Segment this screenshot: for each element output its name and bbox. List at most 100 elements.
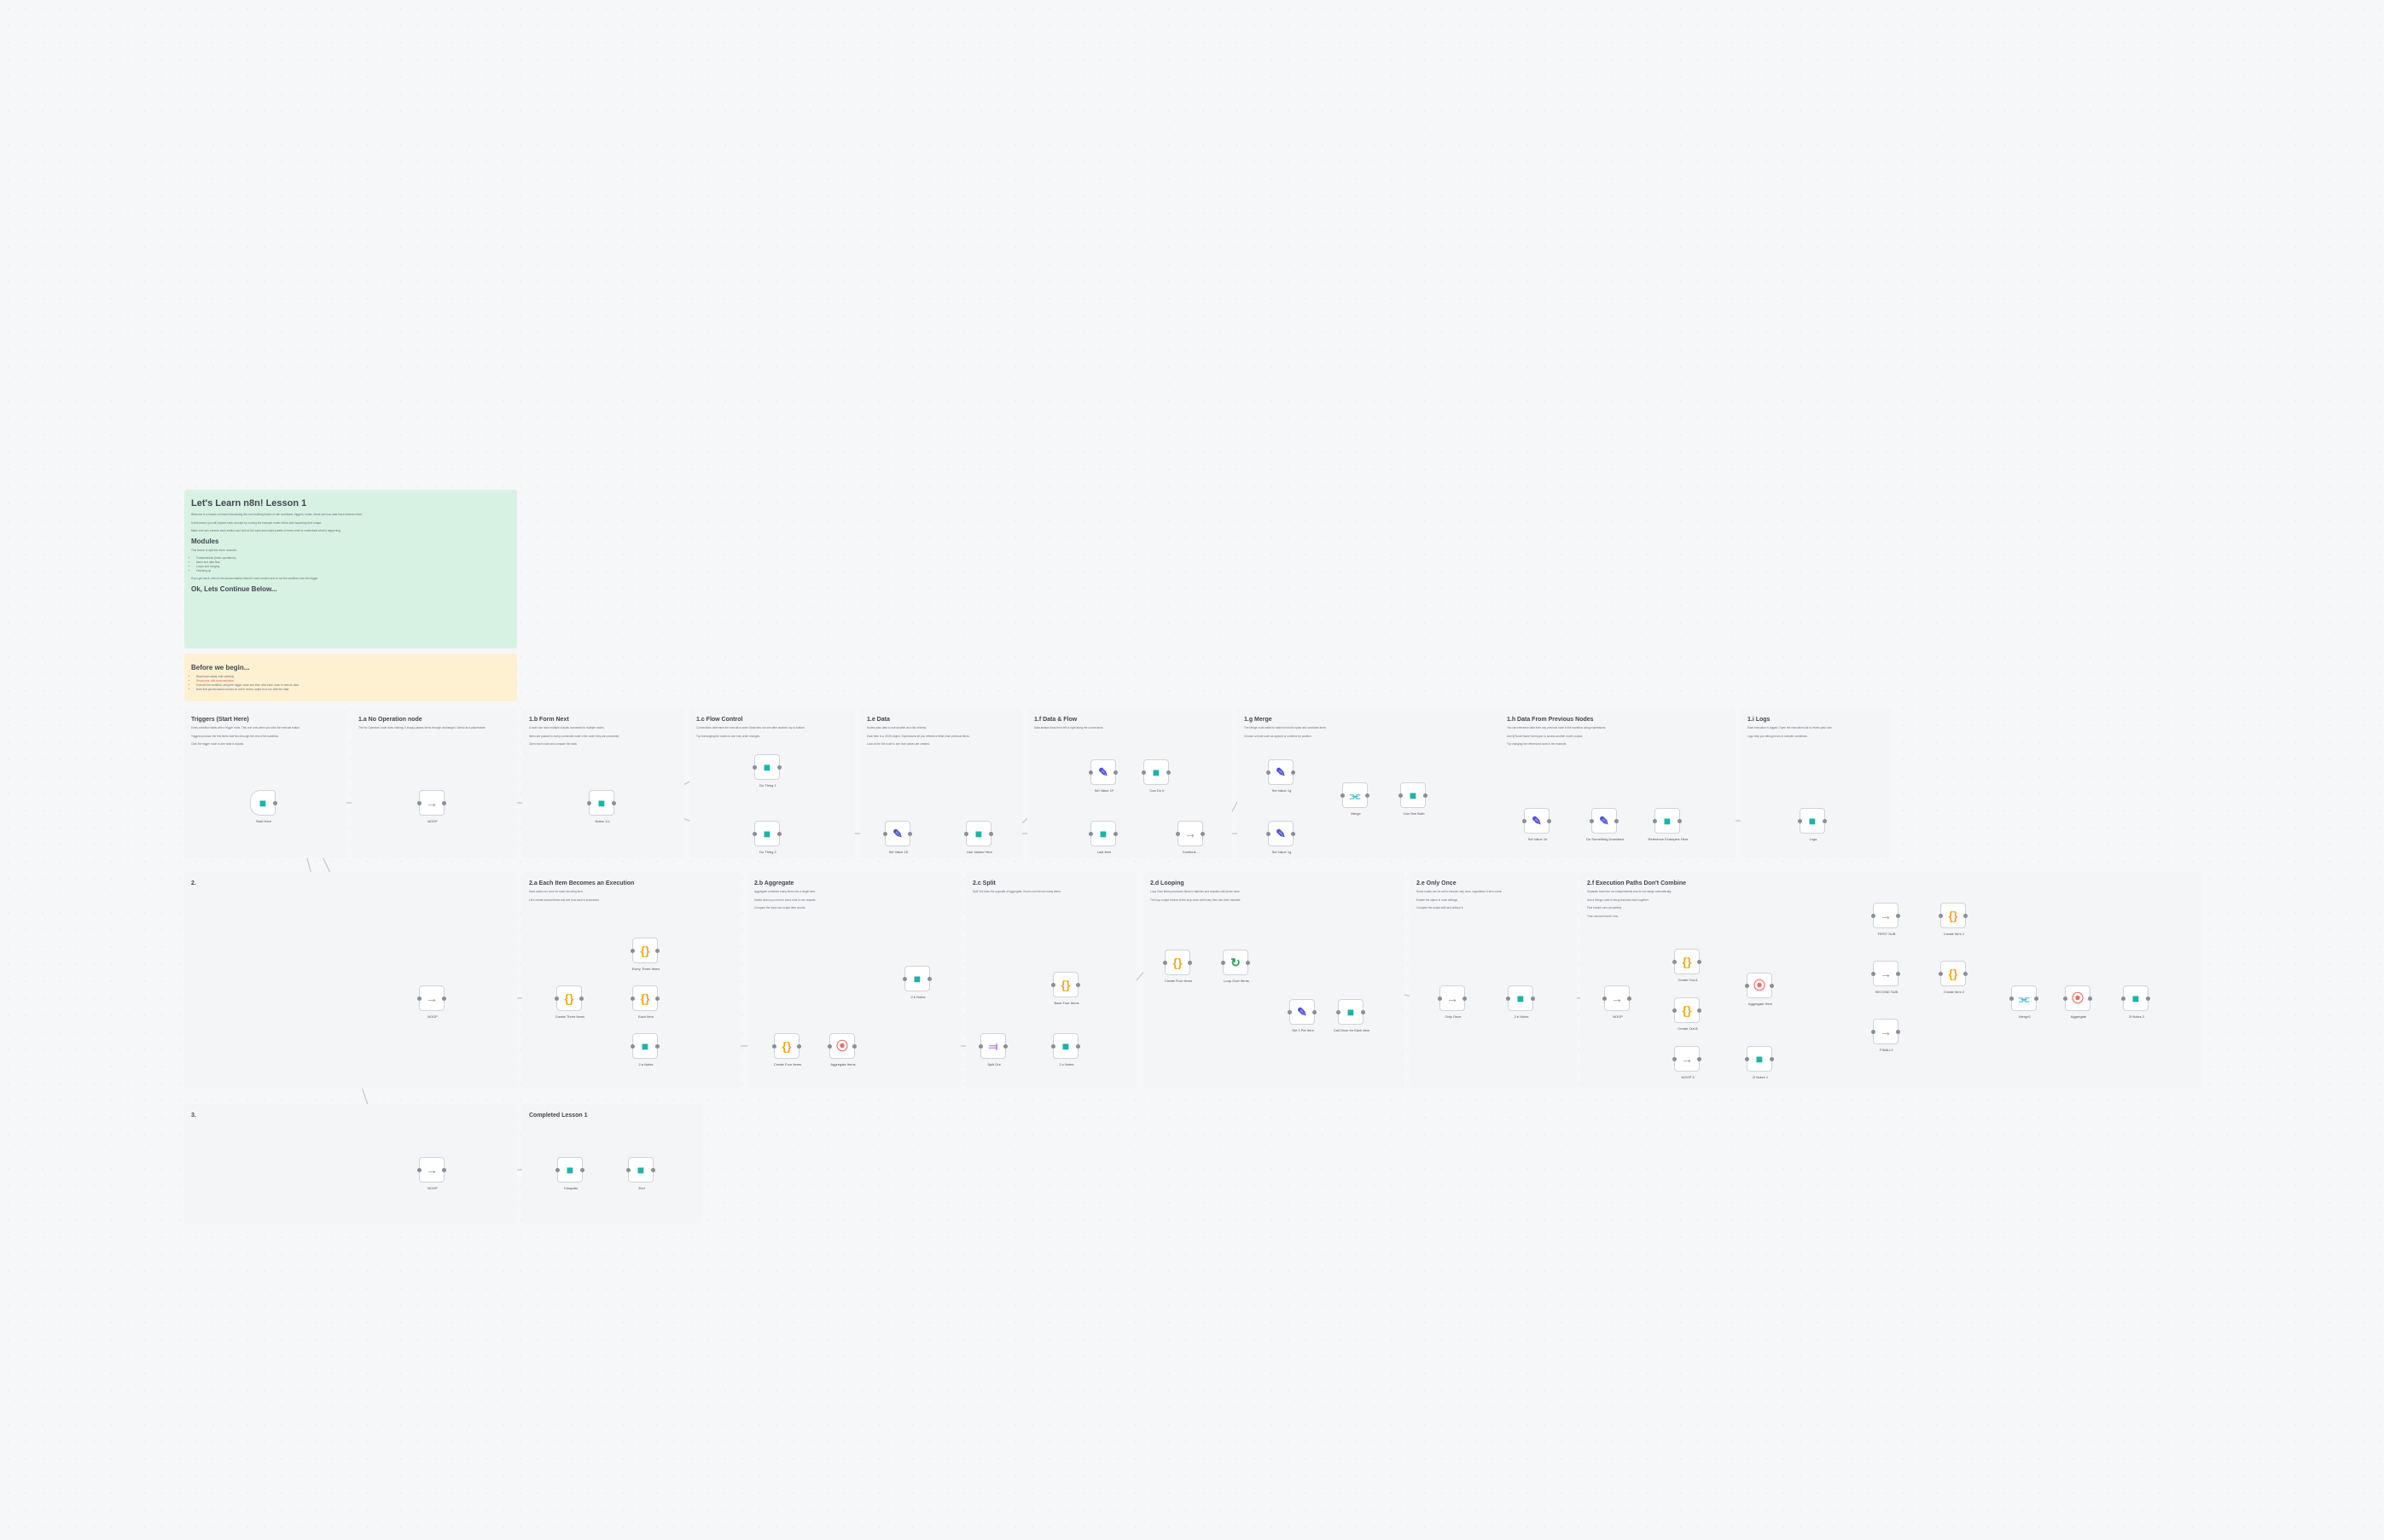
output-port[interactable] — [612, 801, 616, 805]
input-port[interactable] — [1672, 960, 1677, 964]
workflow-node[interactable]: →NOOP — [417, 985, 446, 1019]
output-port[interactable] — [1462, 997, 1467, 1001]
workflow-node[interactable]: →Only Once — [1438, 985, 1467, 1019]
output-port[interactable] — [2034, 997, 2038, 1001]
output-port[interactable] — [1896, 972, 1900, 976]
output-port[interactable] — [1246, 961, 1250, 965]
input-port[interactable] — [2009, 997, 2014, 1001]
workflow-node[interactable]: ⫘Merge — [1340, 782, 1369, 816]
output-port[interactable] — [797, 1044, 801, 1049]
workflow-node[interactable]: ■Can Do It — [1142, 759, 1171, 793]
workflow-node[interactable]: →Continue ... — [1176, 821, 1205, 854]
workflow-node[interactable]: ✎Set Value 1g — [1266, 759, 1295, 793]
input-port[interactable] — [1672, 1057, 1677, 1061]
output-port[interactable] — [651, 1168, 655, 1172]
output-port[interactable] — [442, 801, 446, 805]
workflow-node[interactable]: ■Can See Both — [1398, 782, 1427, 816]
before-sticky-note[interactable]: Before we begin... Read each sticky note… — [184, 654, 517, 701]
output-port[interactable] — [655, 997, 660, 1001]
workflow-node[interactable]: {}Create Out B — [1672, 997, 1701, 1031]
output-port[interactable] — [1365, 793, 1369, 798]
workflow-node[interactable]: ■2.e Notes — [1506, 985, 1535, 1019]
output-port[interactable] — [655, 1044, 660, 1049]
section-1h-previous-nodes[interactable]: 1.h Data From Previous Nodes You can ref… — [1500, 708, 1736, 858]
section-1b-form-next[interactable]: 1.b Form Next A node can have multiple o… — [522, 708, 684, 858]
output-port[interactable] — [1697, 960, 1701, 964]
input-port[interactable] — [1653, 819, 1657, 823]
workflow-node[interactable]: ✎Set Value 1E — [883, 821, 912, 854]
input-port[interactable] — [1745, 984, 1749, 988]
workflow-node[interactable]: ■Start Here — [250, 790, 277, 823]
workflow-node[interactable]: ■2f Notes 1 — [1745, 1046, 1774, 1079]
workflow-node[interactable]: {}Create Three Items — [555, 985, 584, 1019]
output-port[interactable] — [1166, 770, 1171, 775]
input-port[interactable] — [1288, 1010, 1292, 1014]
workflow-node[interactable]: ✎Do Something Unrelated — [1586, 808, 1624, 841]
workflow-node[interactable]: →NOOP — [417, 790, 446, 823]
input-port[interactable] — [1672, 1008, 1677, 1013]
section-2e-only-once[interactable]: 2.e Only Once Some nodes can be set to e… — [1410, 872, 1577, 1089]
workflow-node[interactable]: ■Call Once for Each Item — [1334, 999, 1369, 1032]
input-port[interactable] — [587, 801, 591, 805]
input-port[interactable] — [417, 1168, 422, 1172]
output-port[interactable] — [580, 1168, 584, 1172]
input-port[interactable] — [1871, 914, 1875, 918]
workflow-node[interactable]: →NOOP — [417, 1157, 446, 1190]
input-port[interactable] — [555, 1168, 560, 1172]
output-port[interactable] — [1697, 1057, 1701, 1061]
workflow-node[interactable]: {}Create Item 1 — [1939, 903, 1968, 936]
workflow-node[interactable]: ■Use Values Here — [964, 821, 993, 854]
output-port[interactable] — [273, 801, 277, 805]
section-2d-looping[interactable]: 2.d Looping Loop Over Items processes it… — [1143, 872, 1404, 1089]
workflow-node[interactable]: ■Notes 1.b — [587, 790, 616, 823]
output-port[interactable] — [1531, 997, 1535, 1001]
section-3[interactable]: 3. — [184, 1104, 517, 1223]
workflow-node[interactable]: {}Back Four Items — [1051, 972, 1080, 1005]
input-port[interactable] — [1506, 997, 1510, 1001]
workflow-node[interactable]: ■Do Thing 2 — [753, 821, 782, 854]
workflow-node[interactable]: ■Logs — [1798, 808, 1827, 841]
output-port[interactable] — [777, 765, 782, 770]
input-port[interactable] — [1051, 1044, 1055, 1049]
workflow-node[interactable]: ✎Set Value 1g — [1266, 821, 1295, 854]
input-port[interactable] — [1871, 1030, 1875, 1034]
output-port[interactable] — [1114, 770, 1118, 775]
output-port[interactable] — [1896, 1030, 1900, 1034]
input-port[interactable] — [555, 997, 559, 1001]
input-port[interactable] — [1871, 972, 1875, 976]
output-port[interactable] — [655, 949, 660, 953]
output-port[interactable] — [852, 1044, 857, 1049]
workflow-node[interactable]: {}Each Item — [631, 985, 660, 1019]
output-port[interactable] — [1697, 1008, 1701, 1013]
input-port[interactable] — [1051, 983, 1055, 987]
input-port[interactable] — [1163, 961, 1167, 965]
input-port[interactable] — [903, 977, 907, 981]
workflow-node[interactable]: ■Do Thing 1 — [753, 754, 782, 787]
workflow-node[interactable]: {}Every Three Items — [631, 938, 660, 971]
output-port[interactable] — [442, 1168, 446, 1172]
input-port[interactable] — [2121, 997, 2125, 1001]
input-port[interactable] — [631, 949, 635, 953]
input-port[interactable] — [1939, 914, 1943, 918]
input-port[interactable] — [631, 1044, 635, 1049]
output-port[interactable] — [1291, 770, 1295, 775]
input-port[interactable] — [1176, 832, 1180, 836]
workflow-node[interactable]: ■2.c Notes — [1051, 1033, 1080, 1066]
input-port[interactable] — [1398, 793, 1403, 798]
input-port[interactable] — [1798, 819, 1802, 823]
input-port[interactable] — [1336, 1010, 1340, 1014]
input-port[interactable] — [1602, 997, 1607, 1001]
workflow-node[interactable]: {}Create Four Items — [772, 1033, 801, 1066]
output-port[interactable] — [777, 832, 782, 836]
workflow-node[interactable]: ■End — [626, 1157, 655, 1190]
workflow-node[interactable]: {}Create Item 2 — [1939, 961, 1968, 994]
input-port[interactable] — [964, 832, 968, 836]
output-port[interactable] — [1614, 819, 1619, 823]
input-port[interactable] — [753, 765, 757, 770]
workflow-node[interactable]: ⫤Split Out — [979, 1033, 1008, 1066]
output-port[interactable] — [1770, 984, 1774, 988]
input-port[interactable] — [2063, 997, 2067, 1001]
input-port[interactable] — [626, 1168, 631, 1172]
input-port[interactable] — [1939, 972, 1943, 976]
input-port[interactable] — [753, 832, 757, 836]
